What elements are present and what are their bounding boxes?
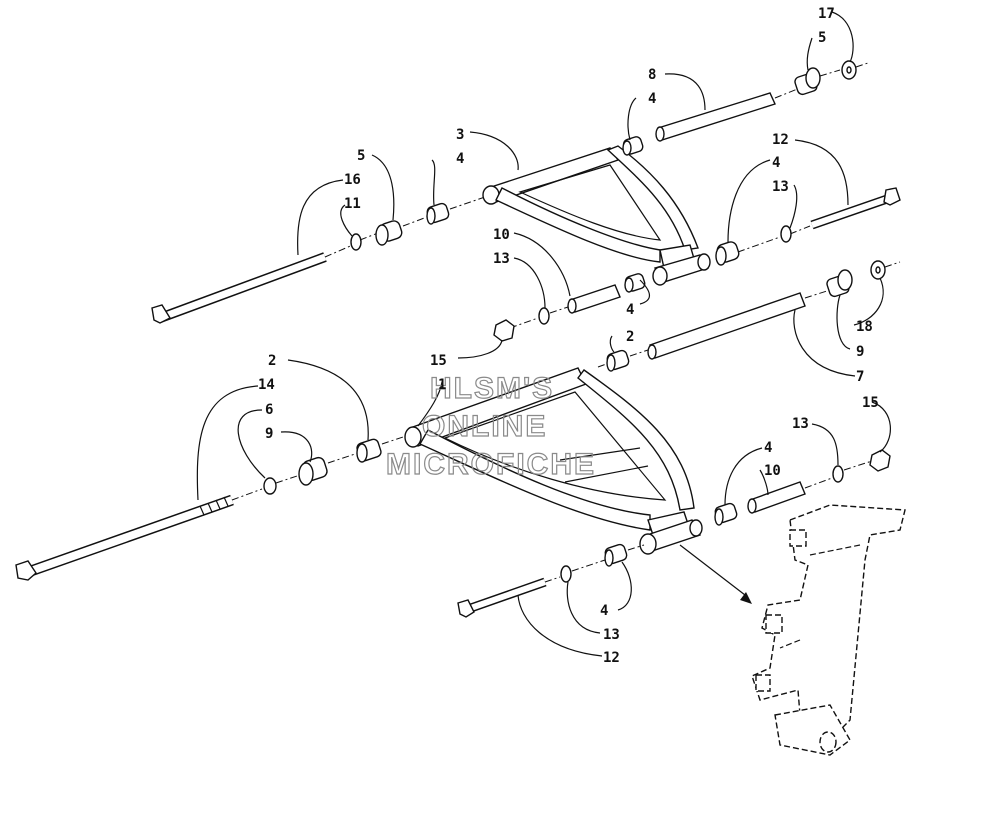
bushing-4-lower (604, 543, 628, 567)
lower-arm-assembly (15, 367, 891, 618)
callout-18: 18 (856, 319, 873, 335)
upper-arm-assembly (151, 60, 901, 342)
flange-bushing-5 (375, 220, 403, 246)
bolt-12-upper (810, 187, 901, 230)
callout-numbers: 17 5 8 4 3 5 4 16 11 12 4 13 10 13 4 15 … (258, 6, 879, 666)
callout-10-top: 10 (493, 227, 510, 243)
shaft-8 (655, 92, 776, 142)
watermark: HLSM'S ONLINE MICROFICHE (385, 371, 596, 481)
watermark-line-3: MICROFICHE (386, 448, 596, 481)
callout-4-left: 4 (456, 151, 464, 167)
bushing-4-mid (624, 273, 646, 293)
arrow-to-spindle (740, 592, 752, 604)
leader-lines (196, 11, 892, 657)
callout-2-left: 2 (268, 353, 276, 369)
callout-4-top: 4 (648, 91, 656, 107)
callout-13-lower-right: 13 (792, 416, 809, 432)
callout-4-lower-right: 4 (764, 440, 772, 456)
callout-16: 16 (344, 172, 361, 188)
flange-bushing-9-upper (826, 269, 853, 298)
upper-arm-rear-tube (652, 253, 711, 286)
lower-arm-rear-tube (639, 519, 703, 555)
callout-13-bottom: 13 (603, 627, 620, 643)
callout-11: 11 (344, 196, 361, 212)
bushing-4-lower-right (714, 502, 738, 526)
callout-9-left: 9 (265, 426, 273, 442)
flange-bushing-9-lower (298, 456, 328, 486)
callout-6: 6 (265, 402, 273, 418)
callout-9-top: 9 (856, 344, 864, 360)
callout-7: 7 (856, 369, 864, 385)
callout-17: 17 (818, 6, 835, 22)
callout-4-bottom: 4 (600, 603, 608, 619)
callout-14: 14 (258, 377, 275, 393)
callout-15-top: 15 (430, 353, 447, 369)
callout-5-left: 5 (357, 148, 365, 164)
bolt-12-lower (457, 577, 547, 618)
callout-3: 3 (456, 127, 464, 143)
spindle-mount-top (789, 529, 807, 547)
spacer-10-upper (567, 284, 621, 314)
bushing-2-lower (356, 438, 382, 463)
watermark-line-1: HLSM'S (430, 372, 554, 405)
bushing-4-left (426, 202, 450, 225)
shaft-7-assembly (597, 260, 901, 372)
bushing-2-upper (606, 349, 630, 372)
callout-15-lower: 15 (862, 395, 879, 411)
spindle-reference (751, 504, 906, 756)
shaft-7 (647, 292, 806, 360)
washer-13-mid (538, 307, 550, 325)
spindle-mount-low (755, 674, 771, 692)
callout-10-lower: 10 (764, 463, 781, 479)
lower-long-bolt (15, 494, 234, 581)
washer-13-upper (780, 225, 792, 243)
nut-15-upper (493, 319, 515, 342)
callout-4-mid: 4 (626, 302, 634, 318)
washer-13-lower-right (832, 465, 844, 483)
callout-2-top: 2 (626, 329, 634, 345)
upper-long-bolt (151, 252, 327, 324)
watermark-line-2: ONLINE (422, 410, 547, 443)
nut-15-lower (869, 449, 891, 472)
flange-bushing-5-top (794, 67, 821, 96)
bolt-thread-lines (199, 496, 229, 516)
lower-a-arm (404, 367, 703, 555)
spindle-mount-mid (765, 614, 783, 634)
callout-13-mid: 13 (493, 251, 510, 267)
callout-13-right: 13 (772, 179, 789, 195)
bushing-4-top (622, 136, 644, 156)
upper-a-arm (482, 145, 711, 286)
callout-4-right: 4 (772, 155, 780, 171)
callout-8: 8 (648, 67, 656, 83)
washer-6 (263, 477, 277, 495)
washer-13-lower (560, 565, 572, 583)
callout-1: 1 (438, 377, 446, 393)
bushing-4-right (715, 241, 740, 266)
spacer-10-lower (747, 481, 806, 514)
callout-12-bottom: 12 (603, 650, 620, 666)
callout-12-top: 12 (772, 132, 789, 148)
washer-11 (350, 233, 362, 251)
callout-5-top: 5 (818, 30, 826, 46)
